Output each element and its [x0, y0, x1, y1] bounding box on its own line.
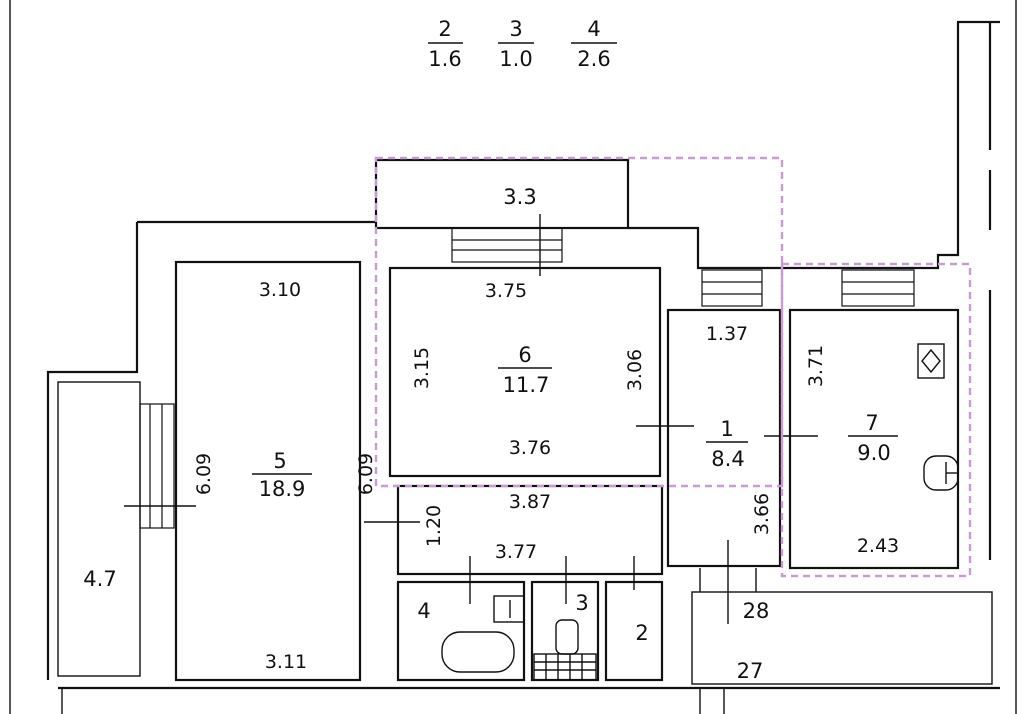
- loggia-area-label: 4.7: [83, 567, 116, 591]
- dim-corridor-top: 3.87: [509, 491, 551, 513]
- dim-corridor-bottom: 3.77: [495, 541, 537, 563]
- dim-room-1-right: 3.66: [751, 493, 773, 535]
- dim-room-5-bottom: 3.11: [265, 651, 307, 673]
- stove-fixture: [917, 343, 945, 379]
- outer-wall-top-right: [780, 20, 1000, 270]
- dimension-labels: 3.10 3.11 6.09 6.09 3.75 3.76 3.15 3.06 …: [193, 279, 899, 673]
- dim-room-6-right: 3.06: [624, 349, 646, 391]
- window-room-7: [841, 269, 915, 307]
- outer-wall-left: [46, 222, 139, 680]
- room-5-wall: [174, 260, 362, 682]
- loggia-wall: [57, 381, 141, 677]
- highlight-overlays: [374, 156, 972, 578]
- room-6-wall: [388, 266, 662, 478]
- dim-room-5-left: 6.09: [193, 453, 215, 495]
- bath-wall: [396, 580, 526, 682]
- dim-room-7-left: 3.71: [805, 345, 827, 387]
- stair-hall-wall: [691, 591, 993, 685]
- dim-room-5-right: 6.09: [355, 453, 377, 495]
- svg-text:3: 3: [509, 17, 522, 41]
- outer-wall-top-mid: [628, 226, 780, 270]
- svg-text:1: 1: [720, 417, 733, 441]
- kitchen-sink-fixture: [923, 455, 959, 491]
- legend-item-4: 4 2.6: [571, 17, 617, 71]
- svg-text:2: 2: [438, 17, 451, 41]
- svg-text:1.0: 1.0: [499, 47, 532, 71]
- legend-item-3: 3 1.0: [498, 17, 534, 71]
- stair-27-label: 27: [737, 659, 764, 683]
- svg-text:11.7: 11.7: [503, 373, 550, 397]
- room-7-label: 7 9.0: [848, 411, 898, 465]
- room-1-wall: [666, 308, 782, 568]
- wc-number-label: 3: [575, 591, 588, 615]
- window-room-1: [701, 269, 763, 307]
- window-room-6: [451, 227, 563, 263]
- room-1-label: 1 8.4: [706, 417, 748, 471]
- dim-room-6-bottom: 3.76: [509, 437, 551, 459]
- svg-text:9.0: 9.0: [857, 441, 890, 465]
- dim-room-6-left: 3.15: [411, 347, 433, 389]
- bathtub-fixture: [441, 631, 515, 673]
- dim-room-7-bottom: 2.43: [857, 535, 899, 557]
- closet-wall: [604, 580, 664, 682]
- legend-item-2: 2 1.6: [428, 17, 463, 71]
- dim-room-5-top: 3.10: [259, 279, 301, 301]
- area-legend: 2 1.6 3 1.0 4 2.6: [428, 17, 617, 71]
- dim-room-6-top: 3.75: [485, 280, 527, 302]
- bath-number-label: 4: [417, 599, 430, 623]
- highlight-room-7: [780, 262, 972, 578]
- svg-text:5: 5: [273, 449, 286, 473]
- room-6-label: 6 11.7: [498, 343, 552, 397]
- svg-text:1.6: 1.6: [428, 47, 461, 71]
- svg-text:6: 6: [518, 343, 531, 367]
- svg-text:2.6: 2.6: [577, 47, 610, 71]
- svg-text:8.4: 8.4: [711, 447, 744, 471]
- windows: [139, 227, 915, 529]
- room-labels: 3.3 5 18.9 6 11.7 1 8.4 7 9.0 4.7 4 3 2 …: [83, 185, 898, 683]
- door-marks: [124, 214, 818, 624]
- svg-text:18.9: 18.9: [259, 477, 306, 501]
- plan-frame: [9, 0, 1017, 714]
- svg-text:4: 4: [587, 17, 600, 41]
- dim-room-1-top: 1.37: [706, 323, 748, 345]
- balcony-wall: [374, 158, 630, 230]
- toilet-fixture: [555, 619, 579, 655]
- stair-28-label: 28: [743, 599, 770, 623]
- tile-floor-fixture: [533, 653, 597, 681]
- window-room-5: [139, 403, 175, 529]
- sink-fixture: [493, 595, 525, 623]
- closet-number-label: 2: [635, 621, 648, 645]
- dim-corridor-left: 1.20: [423, 505, 445, 547]
- walls: [46, 20, 1000, 714]
- room-5-label: 5 18.9: [252, 449, 312, 501]
- room-7-wall: [788, 308, 960, 570]
- svg-text:7: 7: [865, 411, 878, 435]
- balcony-area-label: 3.3: [503, 185, 536, 209]
- fixtures: [441, 343, 959, 681]
